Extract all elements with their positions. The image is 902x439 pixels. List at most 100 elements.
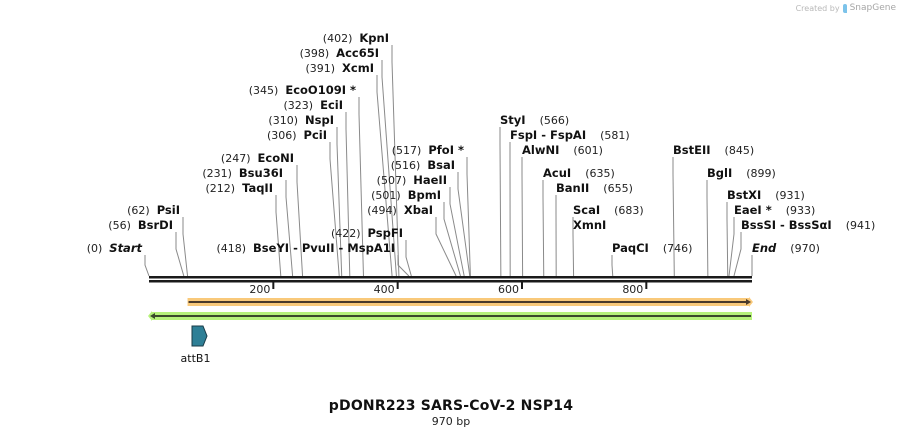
arrow-right-icon — [746, 299, 751, 305]
site-bsai[interactable]: BsaI(516) — [391, 158, 455, 172]
enzyme-name: AcuI — [543, 166, 571, 180]
cut-position: (899) — [746, 167, 776, 180]
connector-line — [449, 187, 465, 277]
site-eaei-[interactable]: EaeI *(933) — [734, 203, 815, 217]
enzyme-name: KpnI — [359, 31, 389, 45]
site-pspfi[interactable]: PspFI(422) — [331, 226, 403, 240]
backbone-top-strand — [149, 276, 752, 279]
connector-line — [182, 217, 189, 277]
tick-mark — [520, 282, 523, 289]
enzyme-name: FspI - FspAI — [510, 128, 586, 142]
enzyme-name: Bsu36I — [239, 166, 283, 180]
site-haeii[interactable]: HaeII(507) — [377, 173, 447, 187]
tick-label: 400 — [374, 283, 395, 296]
connector-line — [611, 255, 614, 277]
backbone-bottom-strand — [149, 280, 752, 283]
cut-position: (517) — [392, 144, 422, 157]
connector-line — [391, 45, 400, 277]
site-acui[interactable]: AcuI(635) — [543, 166, 615, 180]
site-paqci[interactable]: PaqCI(746) — [612, 241, 692, 255]
site-taqii[interactable]: TaqII(212) — [205, 181, 273, 195]
site-xbai[interactable]: XbaI(494) — [367, 203, 433, 217]
cut-position: (845) — [725, 144, 755, 157]
cut-position: (306) — [267, 129, 297, 142]
site-banii[interactable]: BanII(655) — [556, 181, 633, 195]
feature-attB1[interactable]: attB1 — [181, 325, 211, 365]
site-bsrdi[interactable]: BsrDI(56) — [108, 218, 173, 232]
feature-orange-orf-arrow[interactable] — [187, 297, 753, 307]
snapgene-logo-icon — [842, 3, 847, 13]
connector-line — [381, 60, 397, 277]
site-bsssi-bsss-i[interactable]: BssSI - BssSαI(941) — [741, 218, 875, 232]
connector-line — [521, 157, 524, 277]
site-fspi-fspai[interactable]: FspI - FspAI (581) — [510, 128, 630, 142]
enzyme-name: PciI — [304, 128, 327, 142]
cut-position: (345) — [249, 84, 279, 97]
site-ecii[interactable]: EciI (323) — [284, 98, 344, 112]
cut-position: (212) — [205, 182, 235, 195]
enzyme-name: Acc65I — [336, 46, 379, 60]
enzyme-name: EciI — [320, 98, 343, 112]
site-econi[interactable]: EcoNI(247) — [221, 151, 294, 165]
feature-green-orf-arrow[interactable] — [148, 311, 752, 321]
site-bseyi-pvuii-mspa1i[interactable]: BseYI - PvuII - MspA1I(418) — [216, 241, 395, 255]
cut-position: (683) — [614, 204, 644, 217]
dna-backbone — [149, 276, 752, 283]
connector-line — [457, 172, 471, 277]
enzyme-name: PspFI — [368, 226, 403, 240]
enzyme-name: PaqCI — [612, 241, 649, 255]
enzyme-name: ScaI — [573, 203, 600, 217]
cut-position: (247) — [221, 152, 251, 165]
credit-brand: SnapGene — [849, 3, 896, 13]
cut-position: (601) — [573, 144, 603, 157]
site-alwni[interactable]: AlwNI (601) — [522, 143, 603, 157]
site-xmni[interactable]: XmnI — [573, 218, 606, 232]
cut-position: (941) — [846, 219, 876, 232]
site-styi[interactable]: StyI(566) — [500, 113, 569, 127]
site-bgli[interactable]: BglI (899) — [707, 166, 776, 180]
enzyme-name: BglI — [707, 166, 732, 180]
cut-position: (62) — [127, 204, 150, 217]
site-start[interactable]: Start(0) — [87, 241, 143, 255]
site-bsu36i[interactable]: Bsu36I(231) — [202, 166, 283, 180]
connector-line — [499, 127, 502, 277]
enzyme-name: Start — [109, 241, 142, 255]
connector-line — [733, 232, 742, 277]
site-scai[interactable]: ScaI (683) — [573, 203, 644, 217]
cut-position: (931) — [775, 189, 805, 202]
site-end[interactable]: End(970) — [752, 241, 820, 255]
tick-label: 800 — [622, 283, 643, 296]
connector-line — [329, 142, 340, 277]
site-bpmi[interactable]: BpmI(501) — [371, 188, 441, 202]
cut-position: (970) — [790, 242, 820, 255]
site-xcmi[interactable]: XcmI(391) — [305, 61, 374, 75]
connector-line — [728, 217, 735, 277]
enzyme-name: BsrDI — [138, 218, 173, 232]
site-acc65i[interactable]: Acc65I(398) — [300, 46, 379, 60]
site-kpni[interactable]: KpnI (402) — [323, 31, 389, 45]
connector-line — [358, 97, 364, 277]
feature-track: attB1 — [148, 297, 753, 365]
cut-position: (402) — [323, 32, 353, 45]
enzyme-name: EcoO109I * — [285, 83, 356, 97]
connector-line — [376, 75, 393, 277]
credit-prefix: Created by — [795, 3, 840, 13]
site-bsteii[interactable]: BstEII(845) — [673, 143, 754, 157]
site-psii[interactable]: PsiI (62) — [127, 203, 180, 217]
tick-mark — [396, 282, 399, 289]
cut-position: (310) — [268, 114, 298, 127]
site-pfoi-[interactable]: PfoI *(517) — [392, 143, 464, 157]
cut-position: (323) — [284, 99, 314, 112]
connector-line — [726, 202, 729, 277]
enzyme-name: EaeI * — [734, 203, 772, 217]
connector-line — [175, 232, 185, 277]
site-bstxi[interactable]: BstXI(931) — [727, 188, 805, 202]
enzyme-name: AlwNI — [522, 143, 559, 157]
site-nspi[interactable]: NspI(310) — [268, 113, 334, 127]
site-ecoo109i-[interactable]: EcoO109I * (345) — [249, 83, 356, 97]
tick-label: 600 — [498, 283, 519, 296]
cut-position: (581) — [600, 129, 630, 142]
site-pcii[interactable]: PciI (306) — [267, 128, 327, 142]
enzyme-name: PsiI — [157, 203, 180, 217]
